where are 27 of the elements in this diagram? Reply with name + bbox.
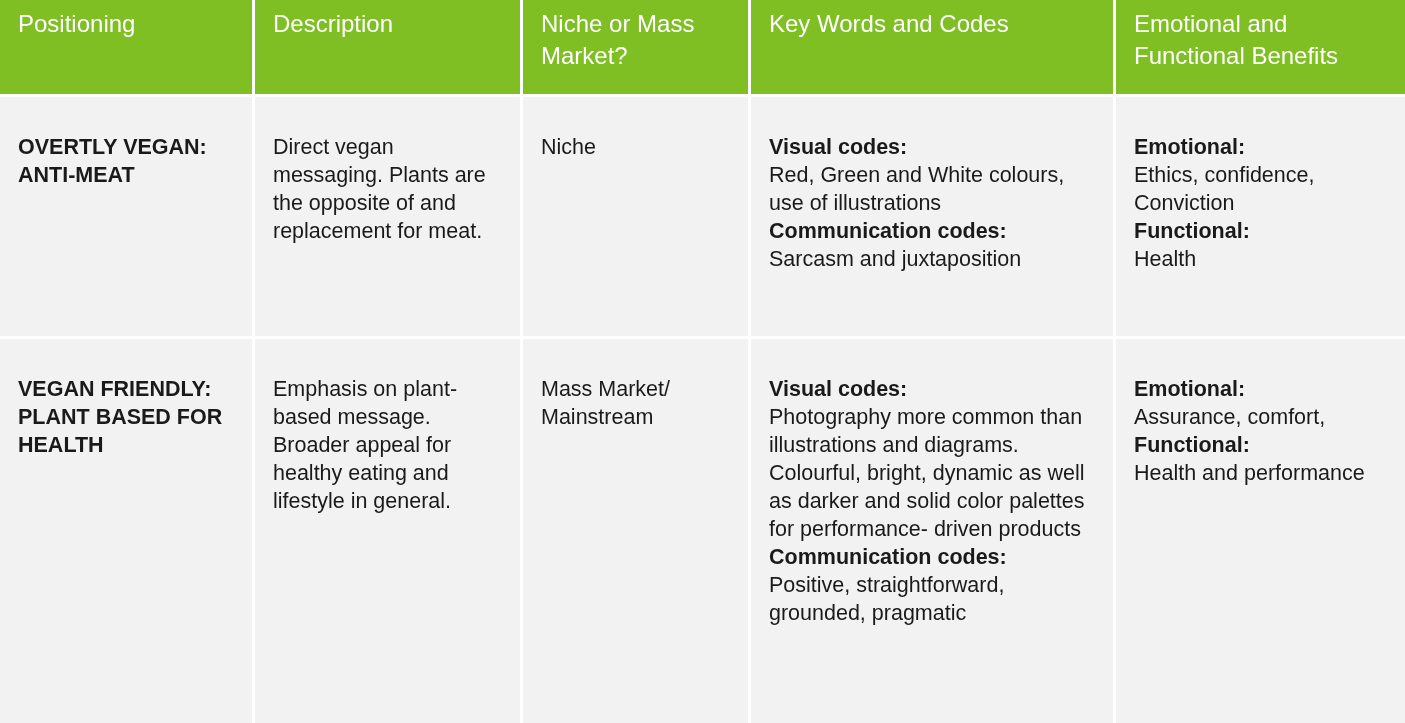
column-header: Niche or Mass Market? — [541, 9, 696, 71]
cell-text: Assurance, comfort, — [1134, 404, 1327, 431]
subheading: Emotional: — [1134, 134, 1247, 161]
column-header: Key Words and Codes — [769, 9, 1010, 39]
column-header: Description — [273, 9, 395, 39]
subheading: Visual codes: — [769, 134, 909, 161]
row-heading: VEGAN FRIENDLY: PLANT BASED FOR HEALTH — [18, 376, 224, 459]
row-heading: OVERTLY VEGAN: ANTI-MEAT — [18, 134, 208, 189]
subheading: Visual codes: — [769, 376, 909, 403]
cell-text: Health — [1134, 246, 1198, 273]
subheading: Emotional: — [1134, 376, 1247, 403]
cell-text: Emphasis on plant-based message. Broader appeal for healthy eating and lifestyle in general. — [273, 376, 459, 515]
column-header: Positioning — [18, 9, 137, 39]
cell-text: Mass Market/ Mainstream — [541, 376, 672, 431]
subheading: Functional: — [1134, 432, 1251, 459]
cell-text: Red, Green and White colours, use of illustrations — [769, 162, 1066, 217]
cell-text: Photography more common than illustrations and diagrams. Colourful, bright, dynamic as well as darker and solid color palettes for performance- driven products — [769, 404, 1086, 543]
subheading: Communication codes: — [769, 544, 1008, 571]
cell-text: Health and performance — [1134, 460, 1366, 487]
subheading: Communication codes: — [769, 218, 1008, 245]
cell-text: Direct vegan messaging. Plants are the opposite of and replacement for meat. — [273, 134, 487, 245]
cell-text: Ethics, confidence, Conviction — [1134, 162, 1316, 217]
subheading: Functional: — [1134, 218, 1251, 245]
column-header: Emotional and Functional Benefits — [1134, 9, 1340, 71]
cell-text: Sarcasm and juxtaposition — [769, 246, 1023, 273]
cell-text: Positive, straightforward, grounded, pragmatic — [769, 572, 1006, 627]
cell-text: Niche — [541, 134, 597, 161]
